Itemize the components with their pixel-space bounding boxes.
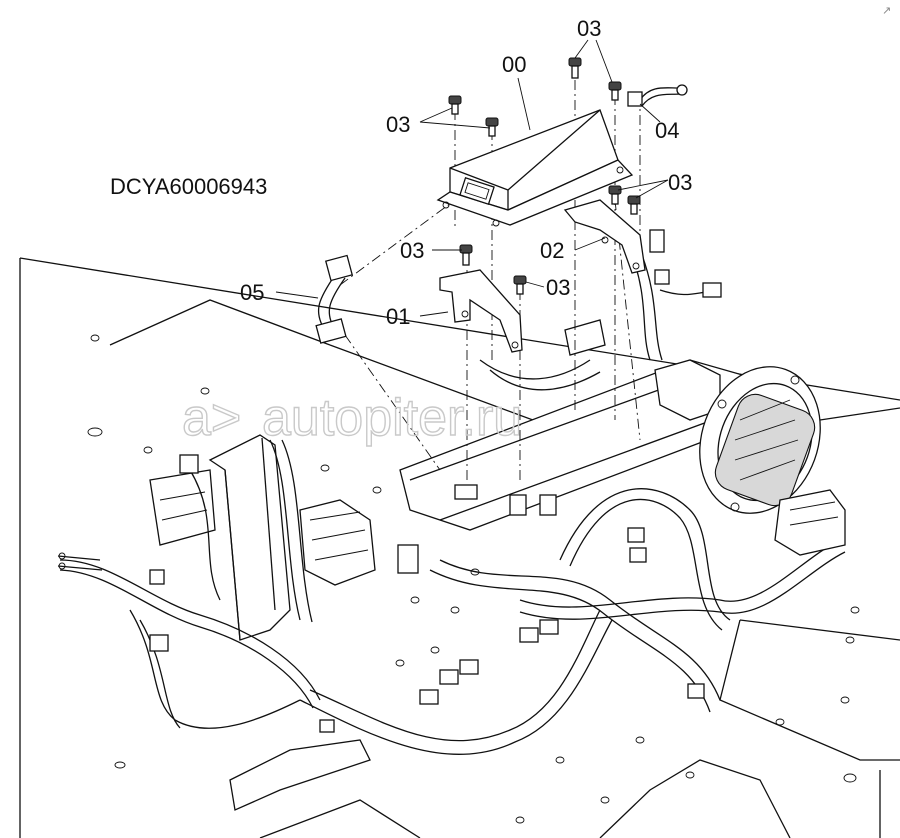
svg-text:a>: a> — [182, 389, 241, 447]
console-frame — [149, 434, 376, 811]
harness-adapter-part — [315, 254, 354, 344]
svg-text:autopiter.ru: autopiter.ru — [262, 389, 522, 447]
controller-unit — [436, 109, 634, 227]
drawing-code: DCYA60006943 — [110, 174, 267, 199]
filter-housing — [699, 366, 821, 514]
bracket-right — [563, 199, 646, 274]
label-bolt-top: 03 — [577, 16, 601, 41]
label-bolt-upper-left: 03 — [386, 112, 410, 137]
leader-lines — [275, 39, 669, 317]
bracket-left — [439, 269, 523, 353]
corner-mark: ↗ — [882, 5, 891, 17]
label-harness-adapter: 05 — [240, 280, 264, 305]
label-bolt-mid-right: 03 — [546, 275, 570, 300]
label-bolt-mid-left: 03 — [400, 238, 424, 263]
label-bracket-right: 02 — [540, 238, 564, 263]
label-bolt-right: 03 — [668, 170, 692, 195]
wiring-harness — [57, 229, 846, 755]
connector-part — [627, 84, 688, 107]
watermark: a> autopiter.ru — [181, 388, 523, 447]
label-controller: 00 — [502, 52, 526, 77]
floor-plate — [19, 257, 900, 838]
label-connector: 04 — [655, 118, 679, 143]
label-bracket-left: 01 — [386, 304, 410, 329]
